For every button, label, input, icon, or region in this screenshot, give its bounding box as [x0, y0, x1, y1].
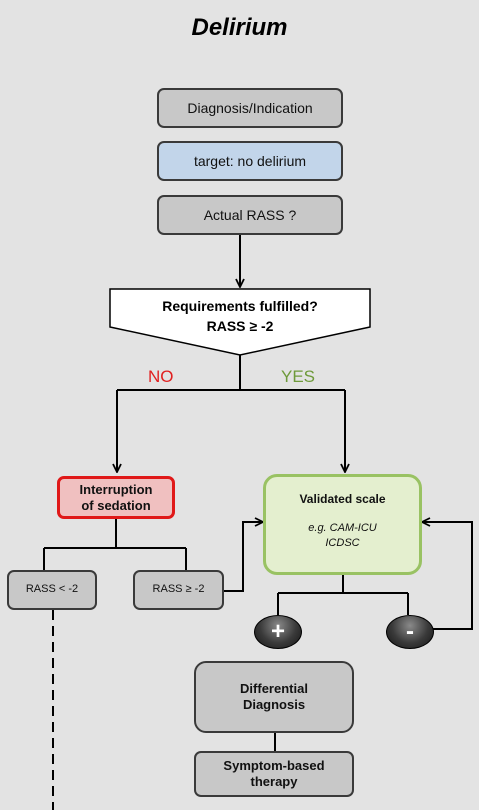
validated-scale-title: Validated scale: [299, 492, 386, 507]
rass-high-box: RASS ≥ -2: [133, 570, 224, 610]
rass-low-label: RASS < -2: [25, 583, 79, 596]
yes-branch-label: YES: [281, 367, 316, 386]
rass-high-label: RASS ≥ -2: [152, 583, 205, 596]
scale-example-line1: e.g. CAM-ICU: [308, 521, 377, 534]
actual-rass-box: Actual RASS ?: [157, 195, 343, 235]
symptom-line1: Symptom-based: [223, 758, 325, 774]
requirements-line2: RASS ≥ -2: [206, 318, 274, 335]
page-title: Delirium: [191, 14, 288, 41]
arrow-negative-loop: [422, 522, 473, 630]
target-box: target: no delirium: [157, 141, 343, 181]
arrow-rass-high-to-scale: [224, 522, 263, 592]
validated-scale-examples: e.g. CAM-ICU ICDSC: [308, 521, 376, 551]
actual-rass-label: Actual RASS ?: [203, 206, 297, 223]
scale-example-line2: ICDSC: [325, 536, 360, 549]
interruption-of-sedation-box: Interruption of sedation: [57, 476, 175, 519]
differential-line2: Diagnosis: [242, 697, 306, 712]
interruption-line1: Interruption: [79, 481, 153, 497]
requirements-line1: Requirements fulfilled?: [162, 298, 318, 314]
positive-result-icon: +: [254, 615, 302, 649]
rass-low-box: RASS < -2: [7, 570, 97, 610]
symptom-based-therapy-box: Symptom-based therapy: [194, 751, 354, 797]
target-label: target: no delirium: [193, 152, 307, 169]
symptom-line2: therapy: [250, 774, 298, 789]
diagnosis-indication-box: Diagnosis/Indication: [157, 88, 343, 128]
decision-shape: [109, 288, 371, 356]
no-branch-label: NO: [148, 367, 174, 386]
differential-diagnosis-box: Differential Diagnosis: [194, 661, 354, 733]
diagnosis-indication-label: Diagnosis/Indication: [187, 99, 313, 116]
requirements-decision-text: Requirements fulfilled? RASS ≥ -2: [110, 296, 370, 337]
validated-scale-box: Validated scale e.g. CAM-ICU ICDSC: [263, 474, 422, 575]
negative-result-icon: -: [386, 615, 434, 649]
differential-line1: Differential: [240, 681, 308, 697]
interruption-line2: of sedation: [81, 497, 151, 513]
